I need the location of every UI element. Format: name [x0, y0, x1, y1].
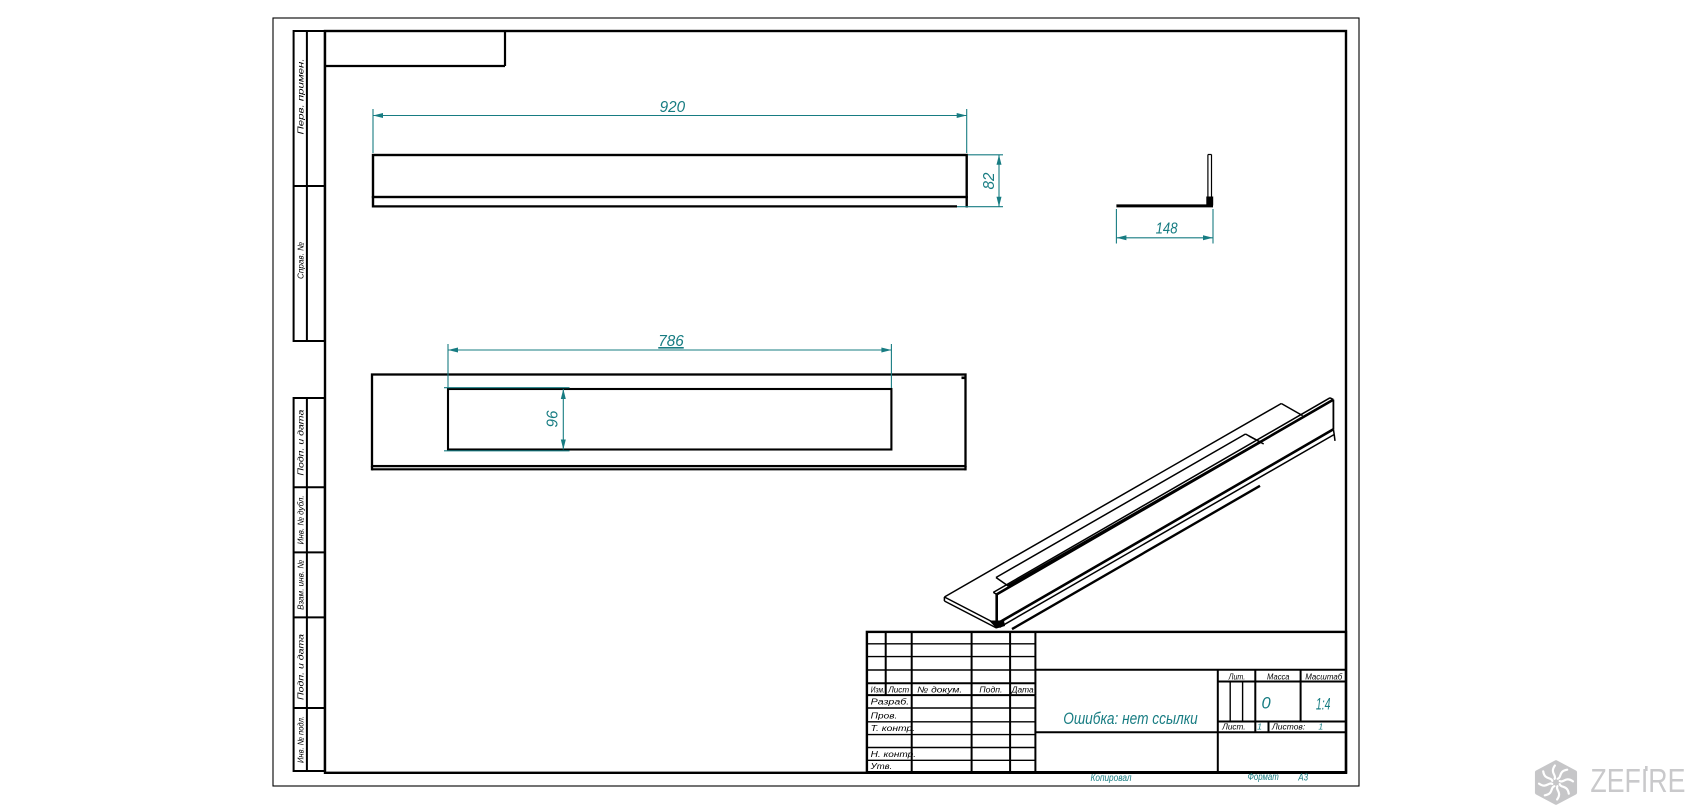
- svg-text:Пров.: Пров.: [871, 710, 898, 720]
- svg-text:148: 148: [1156, 221, 1178, 238]
- svg-text:Т. контр.: Т. контр.: [871, 723, 915, 733]
- svg-text:Инв. № подл.: Инв. № подл.: [295, 716, 305, 763]
- svg-text:Утв.: Утв.: [870, 761, 893, 771]
- svg-text:82: 82: [981, 172, 998, 189]
- svg-text:786: 786: [658, 333, 684, 350]
- svg-text:А3: А3: [1297, 773, 1308, 784]
- svg-text:Дата: Дата: [1011, 684, 1034, 694]
- svg-text:Инв. № дубл.: Инв. № дубл.: [295, 495, 305, 544]
- svg-text:1: 1: [1318, 722, 1323, 732]
- svg-text:Лист.: Лист.: [1221, 722, 1245, 732]
- svg-text:Изм.: Изм.: [871, 684, 885, 694]
- svg-text:Формат: Формат: [1248, 772, 1279, 783]
- svg-text:Листов:: Листов:: [1271, 722, 1306, 732]
- svg-text:Разраб.: Разраб.: [871, 697, 910, 707]
- svg-text:96: 96: [545, 410, 562, 427]
- svg-text:Копировал: Копировал: [1091, 773, 1132, 784]
- svg-text:Подп. и дата: Подп. и дата: [295, 634, 305, 700]
- svg-text:Подп.: Подп.: [979, 684, 1002, 694]
- svg-text:Лит.: Лит.: [1228, 672, 1245, 682]
- svg-text:Масштаб: Масштаб: [1305, 672, 1343, 682]
- svg-text:Справ. №: Справ. №: [295, 242, 305, 279]
- svg-text:0: 0: [1262, 695, 1272, 713]
- svg-text:Н. контр.: Н. контр.: [871, 749, 916, 759]
- svg-text:Масса: Масса: [1267, 672, 1290, 682]
- svg-text:920: 920: [660, 99, 686, 116]
- svg-text:Ошибка: нет ссылки: Ошибка: нет ссылки: [1063, 709, 1198, 728]
- svg-text:1:4: 1:4: [1316, 696, 1331, 714]
- svg-text:1: 1: [1257, 722, 1262, 732]
- svg-text:Взам. инв. №: Взам. инв. №: [295, 560, 305, 610]
- svg-text:Лист: Лист: [887, 684, 909, 694]
- svg-text:ZEFIRE: ZEFIRE: [1590, 762, 1685, 799]
- svg-text:Подп. и дата: Подп. и дата: [295, 409, 305, 475]
- svg-text:Перв. примен.: Перв. примен.: [295, 59, 305, 135]
- svg-text:№ докум.: № докум.: [917, 684, 962, 694]
